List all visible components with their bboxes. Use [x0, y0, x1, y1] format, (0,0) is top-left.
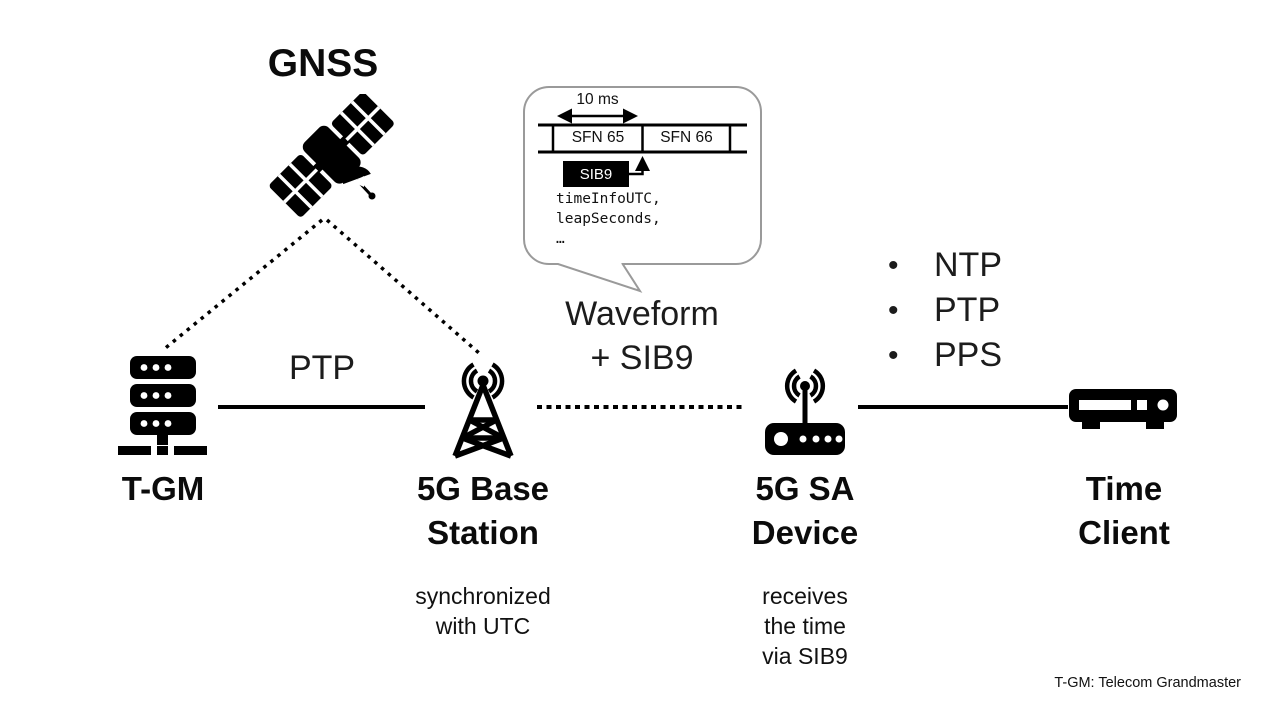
protocol-label: PTP — [934, 291, 1001, 329]
frame-label-sfn66: SFN 66 — [660, 129, 713, 146]
sib9-fields: timeInfoUTC, leapSeconds, … — [556, 189, 661, 249]
protocol-label: PPS — [934, 336, 1003, 374]
time-client-label-line2: Client — [1078, 514, 1170, 551]
tgm-server-icon — [118, 356, 207, 455]
sa-device-label-line2: Device — [751, 514, 859, 551]
protocol-item: • PTP — [888, 288, 1002, 333]
time-client-appliance-icon — [1069, 389, 1177, 429]
sib9-field-line: timeInfoUTC, — [556, 191, 661, 207]
sa-device-label-line1: 5G SA — [755, 470, 855, 507]
frame-timeline-graphic — [538, 108, 747, 176]
protocol-item: • PPS — [888, 333, 1002, 378]
sa-device-router-icon — [765, 368, 845, 455]
sib9-callout-bubble: 10 ms SFN 65 SFN 66 SIB9 timeInfoUTC, le… — [523, 86, 762, 265]
base-station-note-line1: synchronized — [415, 583, 551, 609]
base-station-label-line2: Station — [427, 514, 539, 551]
waveform-label-line2: + SIB9 — [590, 339, 694, 377]
sib9-field-line: leapSeconds, — [556, 211, 661, 227]
base-station-note-line2: with UTC — [435, 613, 531, 639]
bullet-icon: • — [888, 248, 899, 282]
sa-device-note: receives the time via SIB9 — [705, 581, 905, 671]
waveform-link-label: Waveform + SIB9 — [542, 292, 742, 380]
bullet-icon: • — [888, 338, 899, 372]
ptp-link-label: PTP — [288, 349, 356, 387]
gnss-label: GNSS — [267, 42, 379, 85]
sib9-pointer-arrow — [629, 156, 650, 176]
sa-device-note-line1: receives — [762, 583, 848, 609]
waveform-label-line1: Waveform — [565, 295, 719, 333]
sa-device-note-line2: the time — [764, 613, 846, 639]
callout-tail — [554, 263, 643, 293]
sa-device-note-line3: via SIB9 — [762, 643, 848, 669]
sa-device-label: 5G SA Device — [705, 467, 905, 555]
gnss-to-tgm-dotted-line — [161, 218, 324, 352]
frame-label-sfn65: SFN 65 — [571, 129, 625, 146]
sib9-field-line: … — [556, 231, 565, 247]
base-station-label: 5G Base Station — [383, 467, 583, 555]
protocol-list: • NTP • PTP • PPS — [888, 243, 1002, 378]
time-client-label-line1: Time — [1085, 470, 1163, 507]
footnote: T-GM: Telecom Grandmaster — [1054, 675, 1241, 691]
bullet-icon: • — [888, 293, 899, 327]
base-station-note: synchronized with UTC — [383, 581, 583, 641]
gnss-to-base-dotted-line — [325, 218, 481, 355]
tgm-label: T-GM — [121, 470, 205, 507]
satellite-dish — [342, 166, 376, 200]
base-station-tower-icon — [452, 362, 514, 459]
time-client-label: Time Client — [1024, 467, 1224, 555]
duration-label: 10 ms — [576, 91, 619, 108]
base-station-label-line1: 5G Base — [416, 470, 550, 507]
protocol-label: NTP — [934, 246, 1002, 284]
protocol-item: • NTP — [888, 243, 1002, 288]
sib9-box: SIB9 — [563, 161, 629, 187]
gnss-satellite-icon — [269, 94, 394, 217]
